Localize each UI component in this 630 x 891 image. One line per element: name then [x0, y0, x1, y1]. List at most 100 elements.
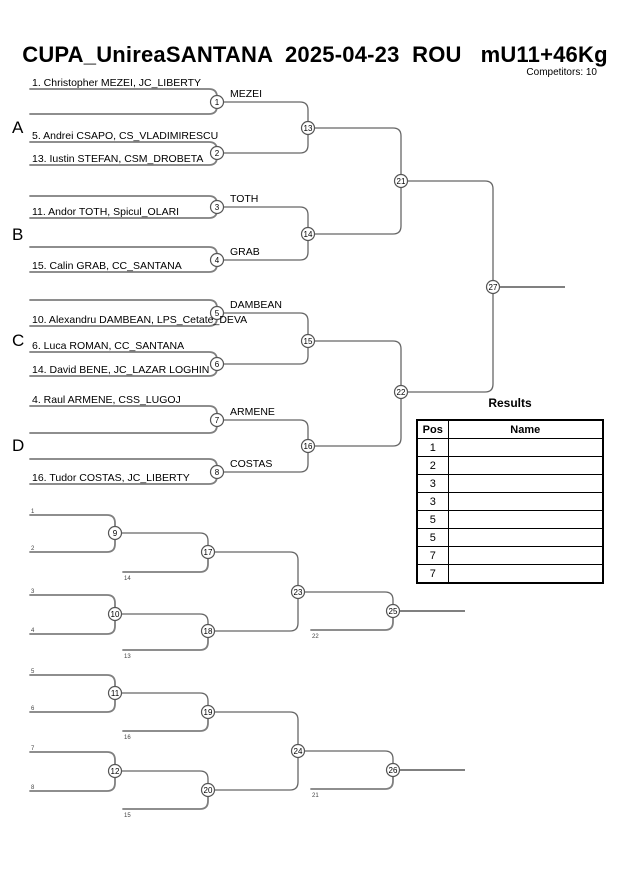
match-number: 11: [111, 689, 120, 698]
results-name-cell: [447, 474, 604, 493]
match-circle: [290, 584, 306, 600]
bracket-connector-line: [216, 419, 309, 447]
bracket-connector-line: [216, 101, 309, 129]
seed-label: 16. Tudor COSTAS, JC_LIBERTY: [32, 472, 190, 484]
bracket-slot-line: [29, 88, 218, 103]
bracket-slot-line: [29, 141, 218, 154]
results-pos-cell: 5: [416, 528, 449, 547]
match-circle: [393, 384, 409, 400]
bracket-slot-line: [29, 101, 218, 115]
loser-ref-label: 4: [31, 628, 35, 634]
match-circle: [209, 145, 225, 161]
tournament-title: CUPA_UnireaSANTANA 2025-04-23 ROU mU11+4…: [22, 42, 608, 67]
match-number: 24: [294, 747, 303, 756]
bracket-slot-line: [122, 711, 209, 732]
match-number: 26: [389, 766, 398, 775]
match-circle: [209, 199, 225, 215]
results-row: 3: [416, 492, 604, 511]
match-number: 4: [215, 256, 220, 265]
results-row: 5: [416, 510, 604, 529]
match-circle: [209, 412, 225, 428]
match-circle: [200, 544, 216, 560]
match-circle: [300, 226, 316, 242]
bracket-connector-line: [207, 591, 299, 632]
bracket-slot-line: [122, 789, 209, 810]
group-label-b: B: [12, 225, 23, 244]
results-name-cell: [447, 564, 604, 584]
loser-ref-label: 5: [31, 669, 35, 675]
match-number: 13: [304, 124, 313, 133]
bracket-connector-line: [216, 206, 309, 235]
loser-ref-label: 14: [124, 576, 131, 582]
bracket-slot-line: [310, 769, 394, 790]
match-number: 27: [489, 283, 498, 292]
bracket-connector-line: [207, 711, 299, 752]
loser-ref-label: 6: [31, 706, 35, 712]
match-circle: [290, 743, 306, 759]
bracket-slot-line: [29, 594, 116, 615]
bracket-slot-line: [29, 692, 116, 713]
match-number: 8: [215, 468, 220, 477]
bracket-connector-line: [207, 551, 299, 593]
bracket-slot-line: [29, 613, 116, 635]
match-number: 2: [215, 149, 220, 158]
bracket-slot-line: [29, 458, 218, 473]
seed-label: 4. Raul ARMENE, CSS_LUGOJ: [32, 394, 181, 406]
match-number: 18: [204, 627, 213, 636]
bracket-connector-line: [114, 532, 209, 553]
bracket-connector-line: [207, 750, 299, 791]
group-label-c: C: [12, 331, 24, 350]
bracket-connector-line: [216, 233, 309, 261]
bracket-connector-line: [307, 180, 402, 235]
results-table: Pos Name 1 2 3 3 5 5 7 7: [416, 419, 604, 584]
seed-label: 6. Luca ROMAN, CC_SANTANA: [32, 340, 184, 352]
match-number: 25: [389, 607, 398, 616]
bracket-slot-line: [29, 419, 218, 434]
match-number: 20: [204, 786, 213, 795]
match-number: 14: [304, 230, 313, 239]
match-circle: [200, 704, 216, 720]
winner-label: TOTH: [230, 193, 258, 205]
results-row: 3: [416, 474, 604, 493]
loser-ref-label: 2: [31, 546, 35, 552]
match-circle: [385, 762, 401, 778]
seed-label: 1. Christopher MEZEI, JC_LIBERTY: [32, 77, 201, 89]
competitors-count: Competitors: 10: [526, 67, 597, 78]
group-label-a: A: [12, 118, 24, 137]
match-circle: [107, 606, 123, 622]
loser-ref-label: 3: [31, 589, 35, 595]
results-col-pos: Pos: [416, 419, 449, 439]
loser-ref-label: 7: [31, 746, 35, 752]
bracket-connector-line: [307, 391, 402, 447]
bracket-connector-line: [400, 286, 494, 393]
bracket-slot-line: [29, 246, 218, 261]
bracket-connector-line: [216, 340, 309, 365]
loser-ref-label: 22: [312, 634, 319, 640]
winner-label: GRAB: [230, 246, 260, 258]
results-pos-cell: 1: [416, 438, 449, 457]
bracket-connector-line: [400, 180, 494, 288]
seed-label: 13. Iustin STEFAN, CSM_DROBETA: [32, 153, 203, 165]
match-circle: [485, 279, 501, 295]
match-number: 15: [304, 337, 313, 346]
loser-ref-label: 8: [31, 785, 35, 791]
match-number: 19: [204, 708, 213, 717]
winner-label: MEZEI: [230, 88, 262, 100]
seed-label: 5. Andrei CSAPO, CS_VLADIMIRESCU: [32, 130, 218, 142]
results-col-name: Name: [447, 419, 604, 439]
bracket-slot-line: [310, 610, 394, 631]
seed-label: 10. Alexandru DAMBEAN, LPS_Cetate_DEVA: [32, 314, 247, 326]
match-number: 12: [111, 767, 120, 776]
bracket-connector-line: [114, 770, 209, 791]
match-number: 5: [215, 309, 220, 318]
match-circle: [209, 252, 225, 268]
results-pos-cell: 7: [416, 564, 449, 584]
bracket-slot-line: [29, 770, 116, 792]
match-number: 1: [215, 98, 220, 107]
match-circle: [300, 438, 316, 454]
results-row: 2: [416, 456, 604, 475]
results-pos-cell: 3: [416, 474, 449, 493]
match-circle: [300, 120, 316, 136]
match-number: 10: [111, 610, 120, 619]
